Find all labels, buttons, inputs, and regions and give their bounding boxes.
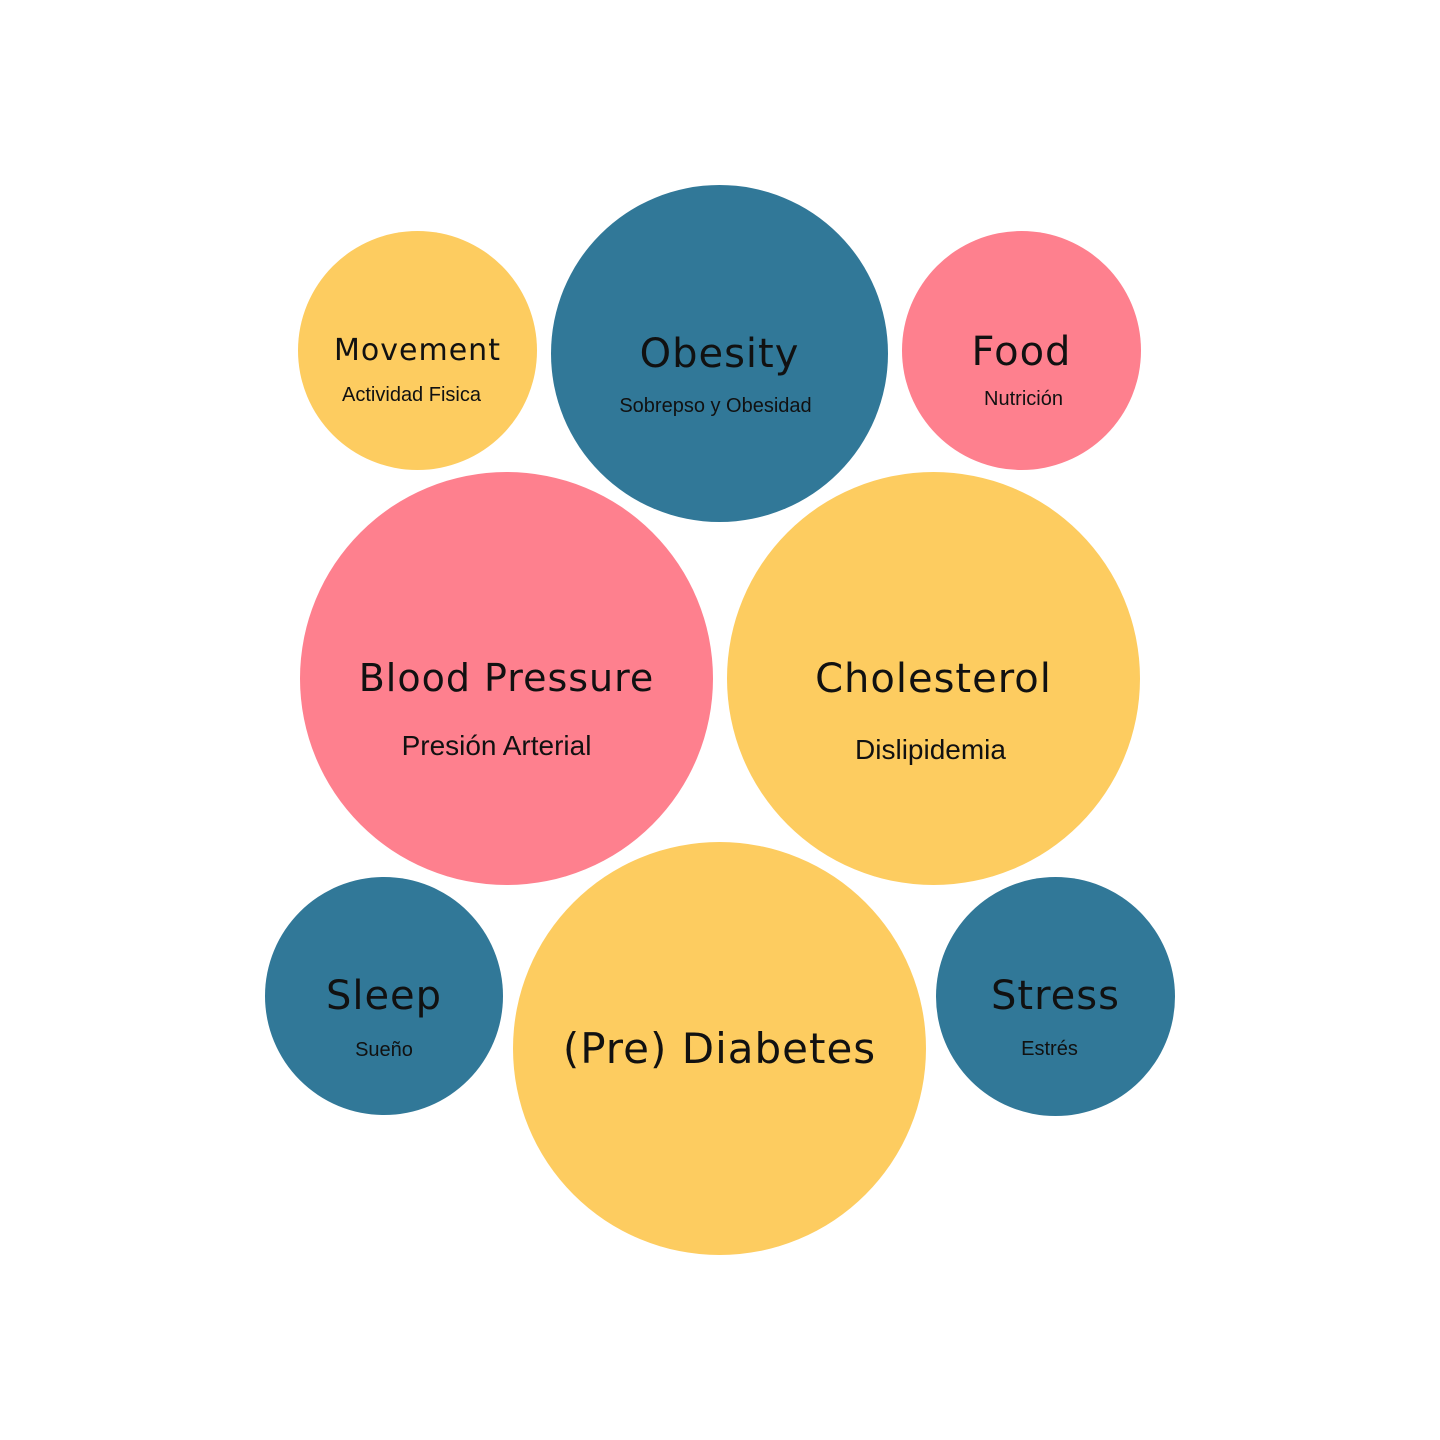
movement-bubble: Movement Actividad Fisica [298,231,537,470]
blood-pressure-title: Blood Pressure [358,656,655,700]
movement-subtitle: Actividad Fisica [342,384,481,406]
blood-pressure-subtitle: Presión Arterial [401,730,592,761]
diabetes-title: (Pre) Diabetes [562,1024,877,1073]
food-subtitle: Nutrición [984,388,1063,410]
food-title: Food [971,329,1072,375]
cholesterol-subtitle: Dislipidemia [855,734,1006,765]
stress-bubble: Stress Estrés [936,877,1175,1116]
food-bubble: Food Nutrición [902,231,1141,470]
sleep-bubble: Sleep Sueño [265,877,503,1115]
sleep-subtitle: Sueño [355,1039,413,1061]
obesity-bubble: Obesity Sobrepso y Obesidad [551,185,888,522]
diabetes-bubble: (Pre) Diabetes [513,842,926,1255]
cholesterol-bubble: Cholesterol Dislipidemia [727,472,1140,885]
obesity-subtitle: Sobrepso y Obesidad [619,395,812,417]
stress-subtitle: Estrés [1021,1038,1078,1060]
sleep-title: Sleep [325,973,443,1019]
movement-title: Movement [334,333,501,368]
obesity-title: Obesity [639,331,800,377]
stress-title: Stress [991,973,1120,1019]
cholesterol-title: Cholesterol [815,656,1052,702]
blood-pressure-bubble: Blood Pressure Presión Arterial [300,472,713,885]
